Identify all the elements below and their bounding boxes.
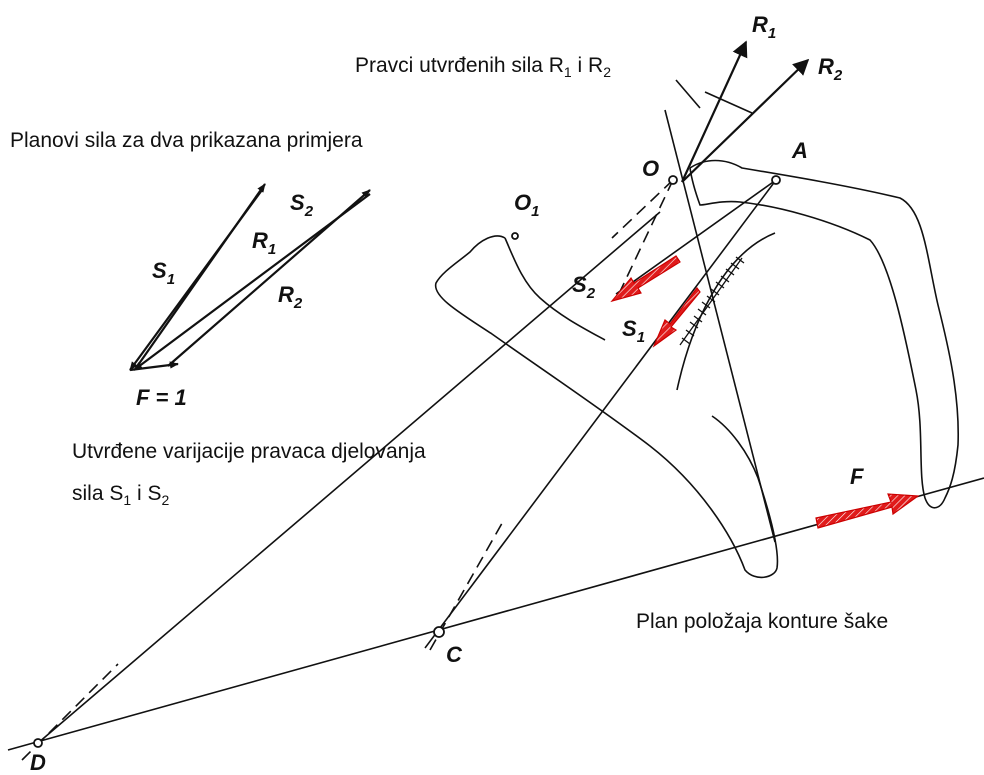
plan-label-S1: S1 (152, 258, 175, 288)
hand-contour (434, 235, 779, 579)
palm-curve (676, 232, 776, 391)
point-O (668, 175, 678, 185)
finger-outline (689, 159, 960, 509)
caption-hand-contour: Plan položaja konture šake (636, 610, 888, 633)
force-arrow-S1 (652, 287, 701, 348)
vector-R2 (681, 58, 810, 183)
label-O1: O1 (514, 190, 539, 220)
point-D (33, 738, 43, 748)
label-S2: S2 (572, 272, 596, 302)
caption-directions: Pravci utvrđenih sila R1 i R2 (355, 54, 611, 80)
label-D: D (30, 750, 46, 775)
plan-label-S2: S2 (290, 190, 314, 220)
plan-R1 (129, 189, 263, 371)
line-C-A (424, 179, 777, 649)
point-O1 (511, 232, 519, 240)
leader-2 (704, 91, 753, 114)
force-arrow-F (815, 493, 920, 529)
line-A-S2 (615, 179, 777, 295)
label-R1: R1 (752, 12, 776, 42)
plan-label-R1: R1 (252, 228, 276, 258)
plan-label-R2: R2 (278, 282, 303, 312)
vector-R1 (680, 40, 748, 183)
bone-inner-edge (504, 237, 606, 341)
label-S1: S1 (622, 316, 645, 346)
label-A: A (791, 138, 808, 163)
dash-O-left (611, 179, 674, 239)
caption-variations-2: sila S1 i S2 (72, 482, 170, 508)
label-R2: R2 (818, 54, 843, 84)
support-hatching (679, 256, 745, 346)
plan-F (129, 361, 179, 372)
dash-O-down (615, 179, 674, 301)
line-D-O (37, 211, 661, 744)
caption-variations-1: Utvrđene varijacije pravaca djelovanja (72, 440, 426, 463)
force-plan (129, 183, 371, 372)
point-A (771, 175, 781, 185)
caption-force-plans: Planovi sila za dva prikazana primjera (10, 129, 363, 152)
force-arrow-S2 (610, 255, 681, 303)
plan-label-F: F = 1 (136, 385, 187, 410)
label-O: O (642, 156, 659, 181)
label-F: F (850, 464, 864, 489)
point-C (433, 626, 445, 638)
line-vertical-O (664, 109, 776, 543)
leader-1 (675, 79, 701, 109)
label-C: C (446, 642, 463, 667)
plan-R2 (133, 193, 371, 371)
